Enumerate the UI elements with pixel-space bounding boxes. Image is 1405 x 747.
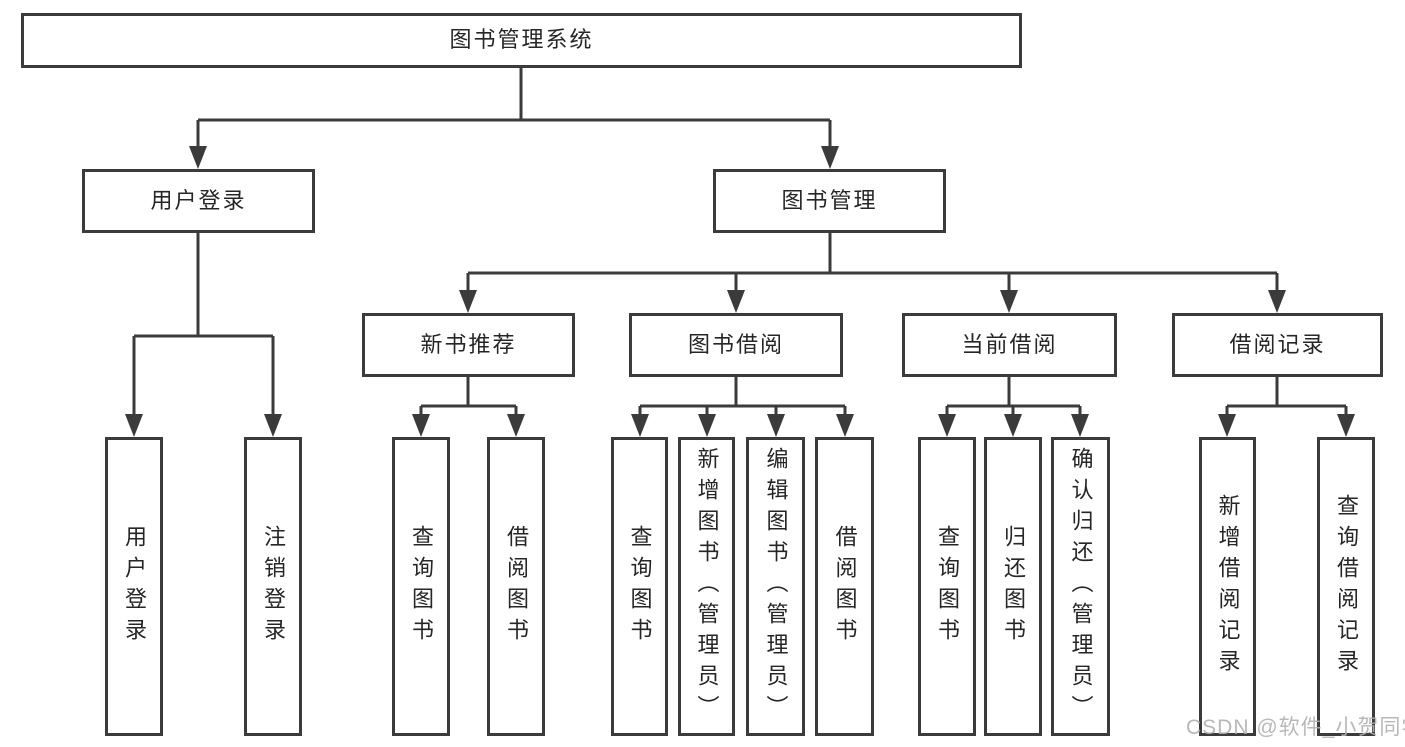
leaf-add-books-admin: 新增图书（管理员） <box>678 437 735 736</box>
node-current-borrowing: 当前借阅 <box>902 313 1117 377</box>
node-new-book-recommend: 新书推荐 <box>362 313 575 377</box>
leaf-logout: 注销登录 <box>244 437 302 736</box>
leaf-query-books-2: 查询图书 <box>611 437 668 736</box>
node-book-borrowing: 图书借阅 <box>629 313 843 377</box>
leaf-add-borrow-record: 新增借阅记录 <box>1199 437 1256 736</box>
leaf-user-login: 用户登录 <box>105 437 163 736</box>
leaf-borrow-books-1: 借阅图书 <box>487 437 545 736</box>
leaf-query-borrow-record: 查询借阅记录 <box>1317 437 1375 736</box>
leaf-borrow-books-2: 借阅图书 <box>815 437 874 736</box>
node-book-management: 图书管理 <box>713 169 946 233</box>
leaf-return-books: 归还图书 <box>984 437 1042 736</box>
leaf-query-books-3: 查询图书 <box>918 437 976 736</box>
node-library-management-system: 图书管理系统 <box>21 13 1022 68</box>
leaf-query-books-1: 查询图书 <box>392 437 450 736</box>
watermark-text: CSDN @软件_小贺同学 <box>1186 716 1405 739</box>
node-user-login: 用户登录 <box>82 169 315 233</box>
leaf-edit-books-admin: 编辑图书（管理员） <box>746 437 805 736</box>
node-borrowing-records: 借阅记录 <box>1172 313 1383 377</box>
leaf-confirm-return-admin: 确认归还（管理员） <box>1051 437 1110 736</box>
